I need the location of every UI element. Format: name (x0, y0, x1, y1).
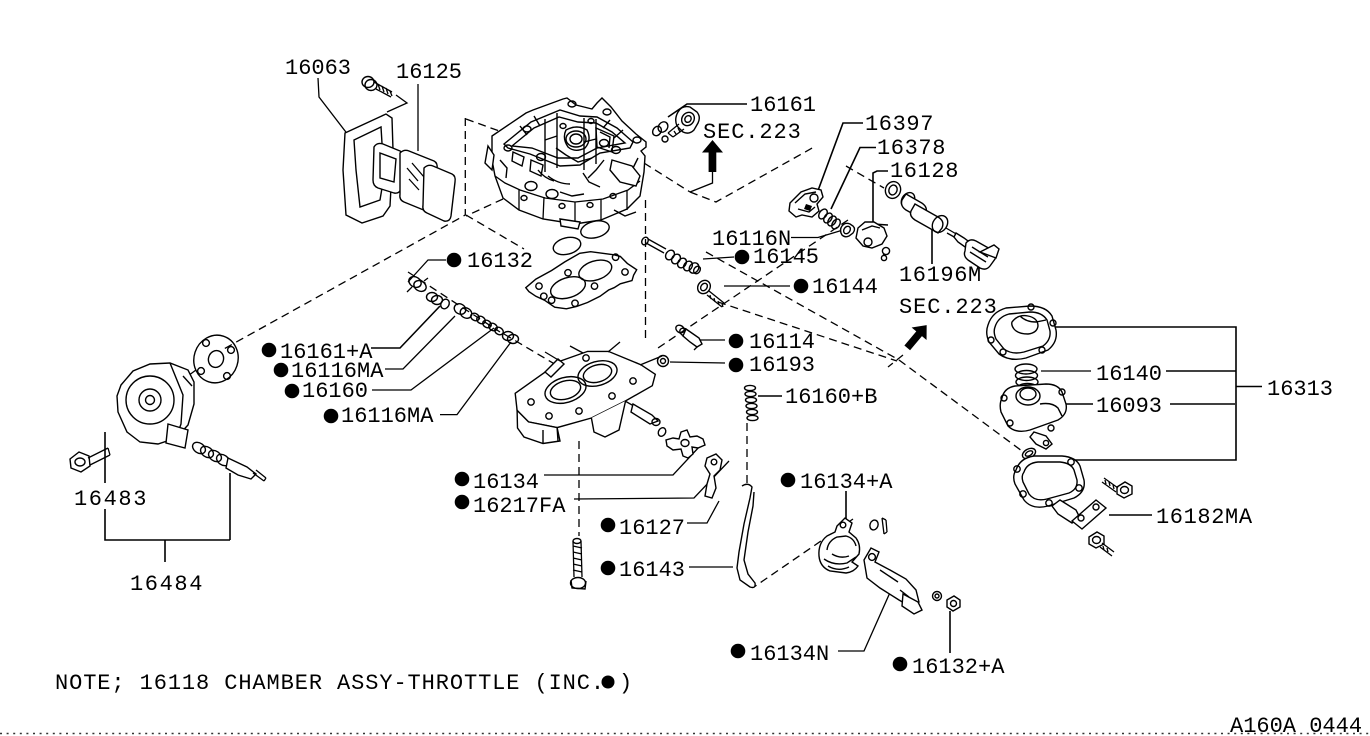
svg-text:16128: 16128 (890, 159, 959, 184)
svg-text:16160+B: 16160+B (785, 385, 877, 410)
svg-text:16116MA: 16116MA (341, 404, 434, 429)
svg-text:16144: 16144 (812, 275, 878, 300)
svg-text:16313: 16313 (1267, 377, 1333, 402)
svg-text:16182MA: 16182MA (1156, 505, 1253, 530)
svg-text:SEC.223: SEC.223 (899, 295, 998, 320)
svg-text:): ) (619, 671, 632, 696)
svg-text:16140: 16140 (1096, 362, 1162, 387)
svg-text:16114: 16114 (749, 330, 815, 355)
svg-text:16063: 16063 (285, 56, 351, 81)
svg-text:16483: 16483 (74, 487, 148, 512)
svg-text:NOTE; 16118 CHAMBER ASSY-THROT: NOTE; 16118 CHAMBER ASSY-THROTTLE (INC. (55, 671, 619, 696)
svg-text:16125: 16125 (396, 60, 462, 85)
svg-text:16161+A: 16161+A (280, 340, 373, 365)
svg-text:16116MA: 16116MA (291, 359, 384, 384)
svg-text:16134N: 16134N (750, 642, 829, 667)
svg-text:16116N: 16116N (712, 227, 791, 252)
svg-text:16160: 16160 (302, 379, 368, 404)
svg-text:16134: 16134 (473, 470, 539, 495)
svg-text:16397: 16397 (865, 112, 934, 137)
svg-text:SEC.223: SEC.223 (703, 120, 802, 145)
svg-text:16484: 16484 (130, 572, 204, 597)
svg-text:16193: 16193 (749, 353, 815, 378)
svg-text:A160A 0444: A160A 0444 (1230, 714, 1362, 736)
svg-text:16196M: 16196M (899, 263, 982, 288)
svg-text:16143: 16143 (619, 558, 685, 583)
svg-text:16127: 16127 (619, 516, 685, 541)
svg-text:16132: 16132 (467, 249, 533, 274)
svg-text:16132+A: 16132+A (912, 655, 1005, 680)
svg-text:16145: 16145 (753, 245, 819, 270)
svg-text:16217FA: 16217FA (473, 494, 566, 519)
svg-text:16134+A: 16134+A (800, 470, 893, 495)
svg-text:16378: 16378 (877, 136, 946, 161)
svg-text:16161: 16161 (750, 93, 816, 118)
svg-text:16093: 16093 (1096, 394, 1162, 419)
